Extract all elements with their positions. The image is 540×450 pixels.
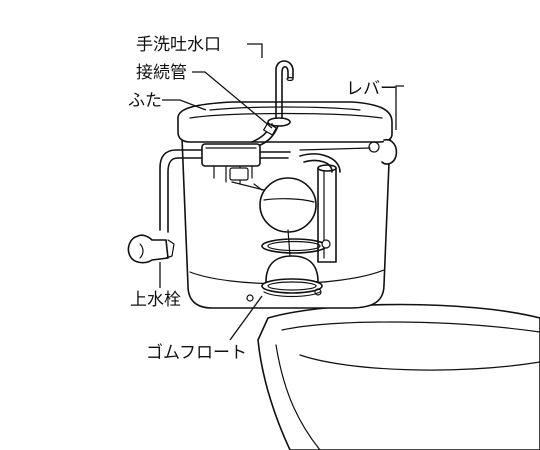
label-connector-pipe: 接続管 bbox=[136, 63, 187, 83]
label-lever: レバー bbox=[346, 79, 397, 99]
label-rubber-float: ゴムフロート bbox=[146, 342, 247, 363]
flush-chain bbox=[261, 229, 331, 257]
faucet-spout bbox=[267, 60, 294, 127]
label-lid: ふた bbox=[128, 91, 162, 111]
label-faucet: 手洗吐水口 bbox=[136, 35, 221, 55]
toilet-bowl bbox=[257, 303, 540, 450]
bolt-hole-right bbox=[314, 288, 322, 296]
leader-lines bbox=[159, 43, 404, 341]
supply-pipe bbox=[159, 149, 211, 233]
ball-tap-assembly bbox=[201, 143, 291, 191]
stop-valve bbox=[127, 234, 175, 264]
bolt-hole-left bbox=[246, 294, 254, 302]
float-ball bbox=[253, 177, 317, 233]
overflow-pipe bbox=[299, 153, 341, 263]
lever bbox=[299, 138, 398, 165]
label-stop-valve: 上水栓 bbox=[130, 290, 181, 310]
rubber-float bbox=[261, 255, 323, 298]
